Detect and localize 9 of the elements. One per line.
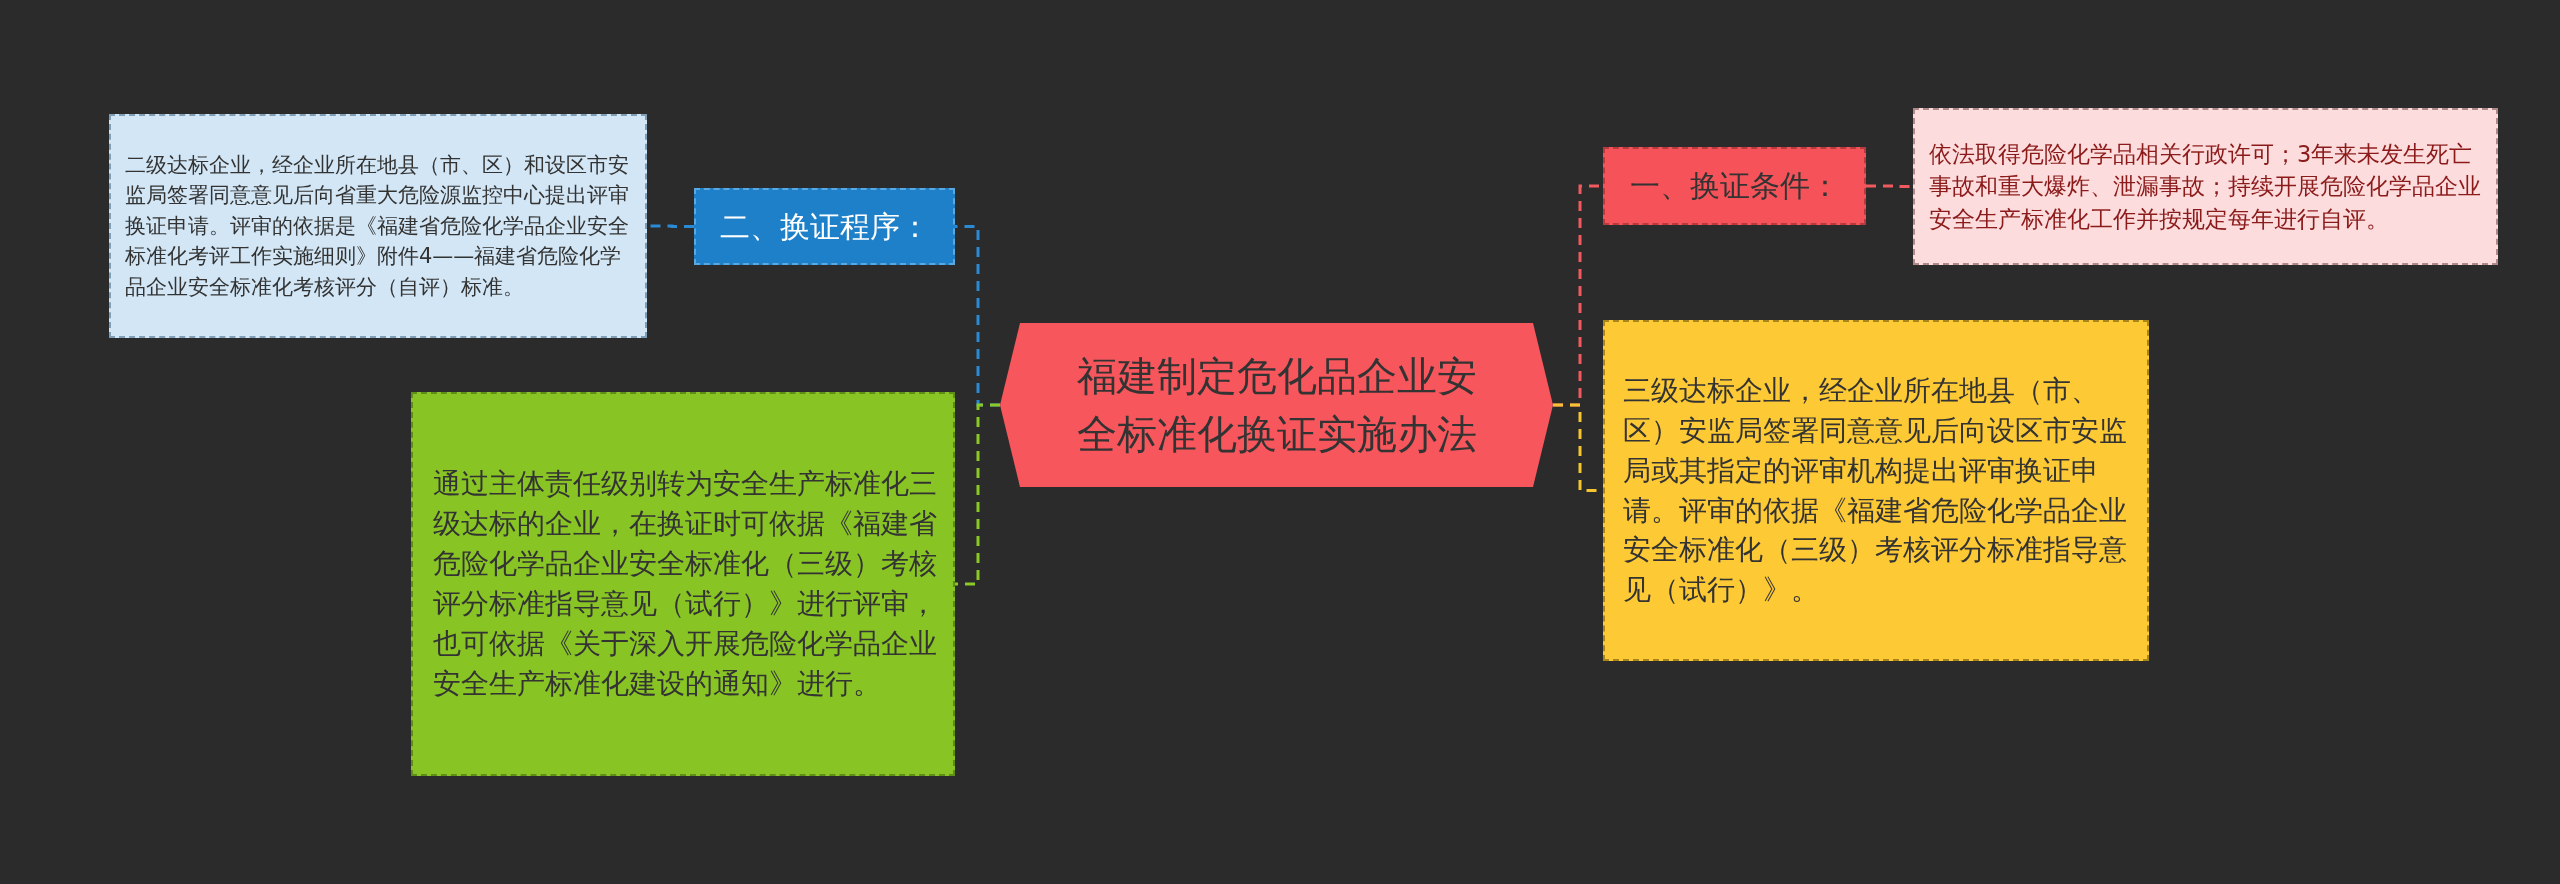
- detail-box: 二级达标企业，经企业所在地县（市、区）和设区市安监局签署同意意见后向省重大危险源监控中心提出评审换证申请。评审的依据是《福建省危险化学品企业安全标准化考评工作实施细则》附件4——福建省危险化学品企业安全标准化考核评分（自评）标准。: [109, 114, 647, 338]
- detail-box: 依法取得危险化学品相关行政许可；3年来未发生死亡事故和重大爆炸、泄漏事故；持续开展危险化学品企业安全生产标准化工作并按规定每年进行自评。: [1913, 108, 2498, 265]
- branch-box: 一、换证条件：: [1603, 147, 1866, 225]
- connector-line: [1866, 184, 1913, 188]
- detail-box: 三级达标企业，经企业所在地县（市、区）安监局签署同意意见后向设区市安监局或其指定的评审机构提出评审换证申请。评审的依据《福建省危险化学品企业安全标准化（三级）考核评分标准指导意见（试行）》。: [1603, 320, 2149, 661]
- topic-hexagon: 福建制定危化品企业安全标准化换证实施办法: [1000, 323, 1553, 487]
- detail-box: 通过主体责任级别转为安全生产标准化三级达标的企业，在换证时可依据《福建省危险化学品企业安全标准化（三级）考核评分标准指导意见（试行）》进行评审，也可依据《关于深入开展危险化学品企业安全生产标准化建设的通知》进行。: [411, 392, 955, 776]
- branch-box: 二、换证程序：: [694, 188, 955, 265]
- connector-line: [955, 403, 1000, 586]
